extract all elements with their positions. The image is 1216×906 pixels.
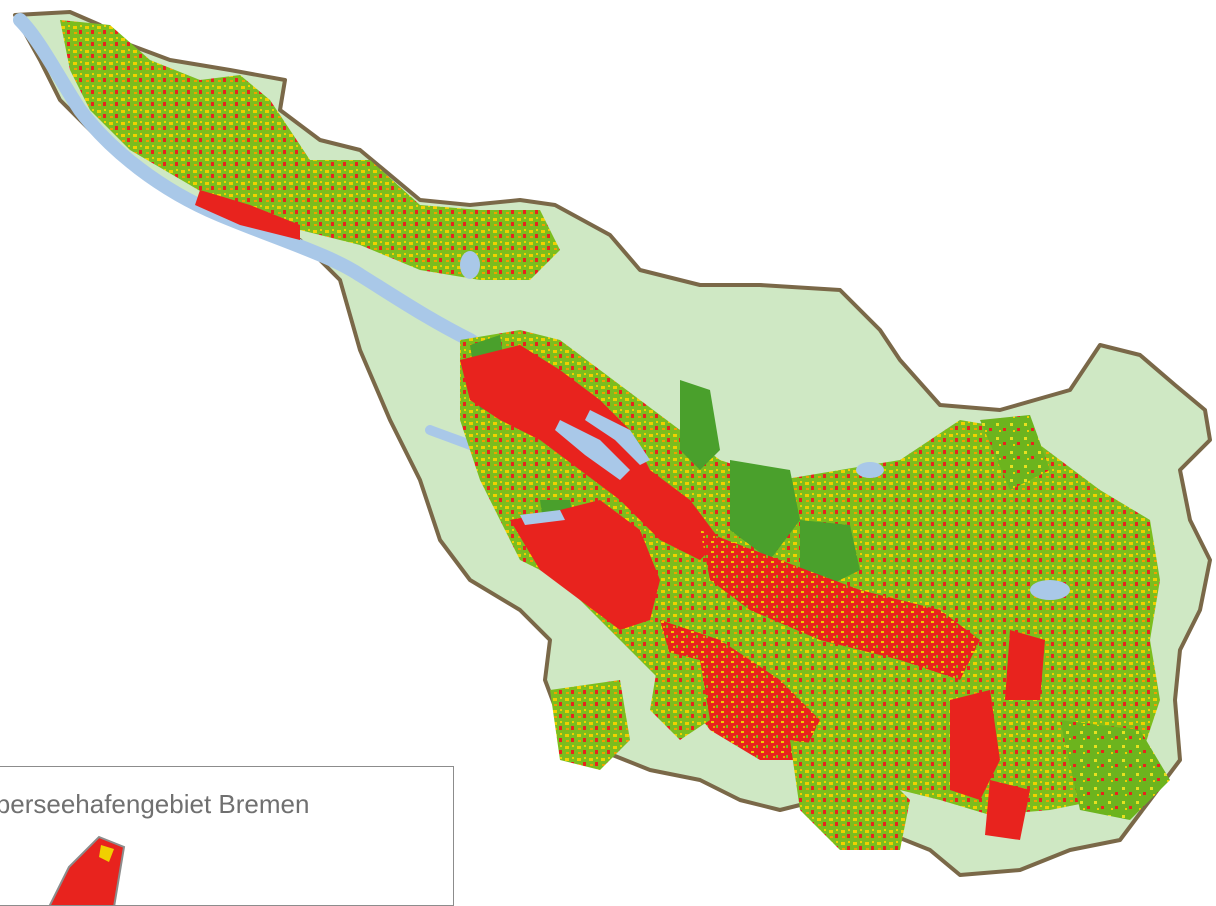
lake	[1030, 580, 1070, 600]
park-area	[680, 380, 720, 470]
south-urban-area	[550, 680, 630, 770]
industrial-zone	[950, 690, 1000, 800]
inset-overseas-port-box: Überseehafengebiet Bremen	[0, 766, 454, 906]
harbour-basin	[520, 510, 565, 525]
harbour-basin	[555, 420, 630, 480]
port-industrial-zone	[510, 500, 660, 630]
park-area	[800, 520, 860, 590]
industrial-zone	[985, 780, 1030, 840]
north-dense-area	[195, 190, 300, 240]
park-area	[980, 415, 1050, 490]
city-centre-dense	[700, 530, 980, 680]
south-urban-area	[1060, 720, 1170, 820]
industrial-zone	[1005, 630, 1045, 700]
south-urban-area	[650, 650, 710, 740]
harbour-basin	[585, 410, 650, 465]
north-urban-strip	[60, 20, 560, 280]
inset-title: Überseehafengebiet Bremen	[0, 789, 310, 819]
park-area	[730, 460, 800, 560]
lake	[856, 462, 884, 478]
lake	[460, 251, 480, 279]
industrial-zone	[660, 620, 820, 760]
south-urban-area	[790, 740, 910, 850]
inset-port-map	[48, 835, 126, 905]
